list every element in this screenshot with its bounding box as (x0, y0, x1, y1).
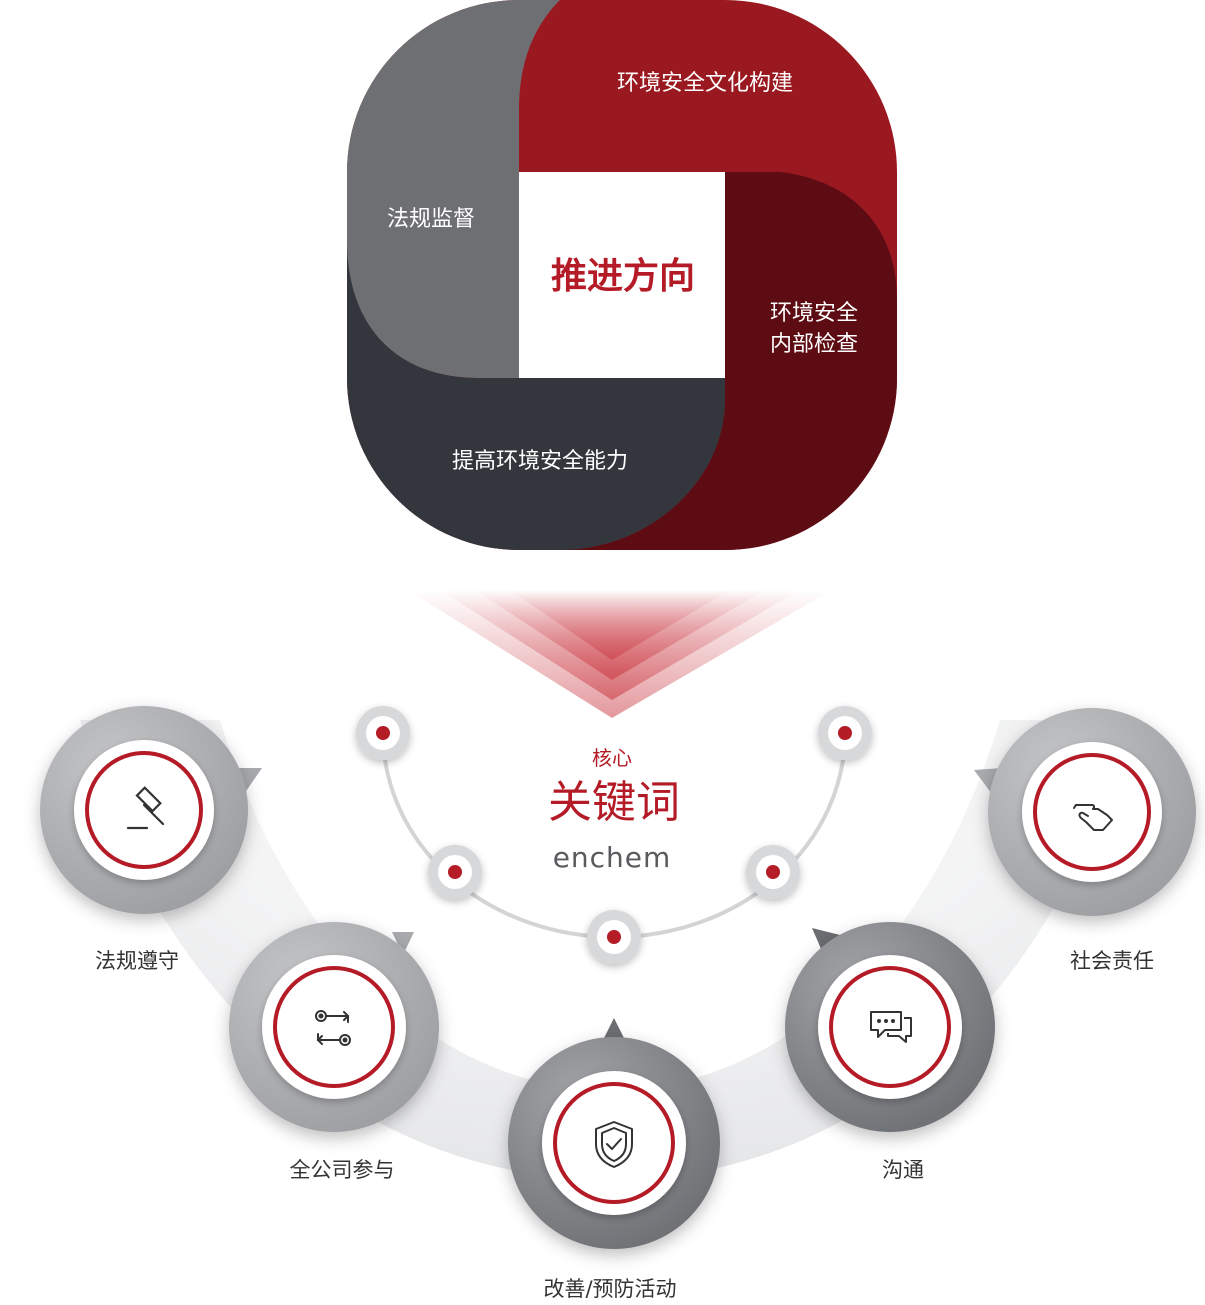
gavel-icon (126, 786, 165, 830)
bottom-charcoal-segment (347, 240, 725, 550)
segment-label-left: 法规监督 (387, 207, 475, 232)
keyword-label-social-responsibility: 社会责任 (1070, 949, 1154, 973)
arc-node (587, 910, 641, 964)
center-title: 推进方向 (551, 256, 695, 297)
down-arrow (408, 590, 832, 718)
keyword-disc-improvement (508, 1018, 720, 1249)
keyword-label-compliance: 法规遵守 (95, 949, 179, 973)
core-small-title: 核心 (592, 746, 632, 770)
keyword-disc-social-responsibility (974, 708, 1196, 916)
keyword-label-improvement: 改善/预防活动 (543, 1277, 676, 1301)
segment-label-bottom: 提高环境安全能力 (452, 449, 628, 474)
arc-node (428, 845, 482, 899)
pointing-hand-icon (1073, 804, 1113, 831)
segment-label-top: 环境安全文化构建 (617, 71, 793, 96)
center-square (519, 172, 725, 378)
keyword-disc-compliance (40, 706, 262, 914)
right-darkred-segment (560, 172, 897, 550)
direction-square (347, 0, 897, 550)
segment-label-right-1: 环境安全 (770, 301, 858, 326)
process-flow-icon (315, 1010, 351, 1046)
arc-node (746, 845, 800, 899)
segment-label-right-2: 内部检查 (770, 332, 858, 357)
keyword-disc-communication (785, 922, 995, 1132)
arc-node (356, 706, 410, 760)
left-gray-segment (347, 0, 560, 378)
keyword-label-communication: 沟通 (882, 1158, 924, 1182)
keyword-disc-participation (229, 922, 439, 1132)
shield-check-icon (595, 1121, 633, 1168)
enchem-logo: enchem (553, 841, 672, 874)
arc-node (818, 706, 872, 760)
chat-bubbles-icon (870, 1011, 912, 1043)
core-big-title: 关键词 (548, 777, 680, 828)
keyword-label-participation: 全公司参与 (290, 1158, 395, 1182)
